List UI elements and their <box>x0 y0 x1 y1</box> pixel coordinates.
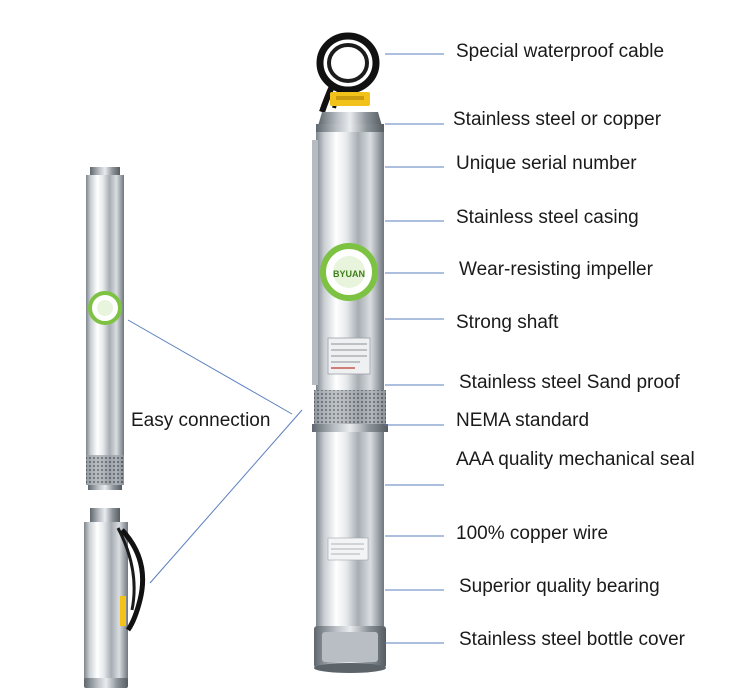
cable-coil <box>316 32 380 94</box>
motor-small <box>84 508 146 688</box>
pump-logo-brand: BYUAN <box>333 269 365 279</box>
callout-serial-number: Unique serial number <box>456 153 637 174</box>
callout-bottle-cover: Stainless steel bottle cover <box>459 629 686 650</box>
connection-line-bottom <box>149 409 303 584</box>
callout-stainless-or-copper: Stainless steel or copper <box>453 109 662 130</box>
callout-nema: NEMA standard <box>456 410 590 431</box>
pump-end-small <box>86 167 124 490</box>
easy-connection-label: Easy connection <box>131 410 271 431</box>
main-pump: BYUAN <box>312 32 388 673</box>
callout-strong-shaft: Strong shaft <box>456 312 559 333</box>
callout-waterproof-cable: Special waterproof cable <box>456 41 665 62</box>
callout-bearing: Superior quality bearing <box>459 576 660 597</box>
pump-motor-body <box>316 432 384 626</box>
callout-impeller: Wear-resisting impeller <box>459 259 653 280</box>
callout-copper-wire: 100% copper wire <box>456 523 609 544</box>
callout-leaders <box>385 53 444 644</box>
callout-mechanical-seal: AAA quality mechanical seal <box>456 449 695 470</box>
connection-line-top <box>127 319 293 415</box>
callout-steel-casing: Stainless steel casing <box>456 207 639 228</box>
callout-sand-proof: Stainless steel Sand proof <box>459 372 680 393</box>
